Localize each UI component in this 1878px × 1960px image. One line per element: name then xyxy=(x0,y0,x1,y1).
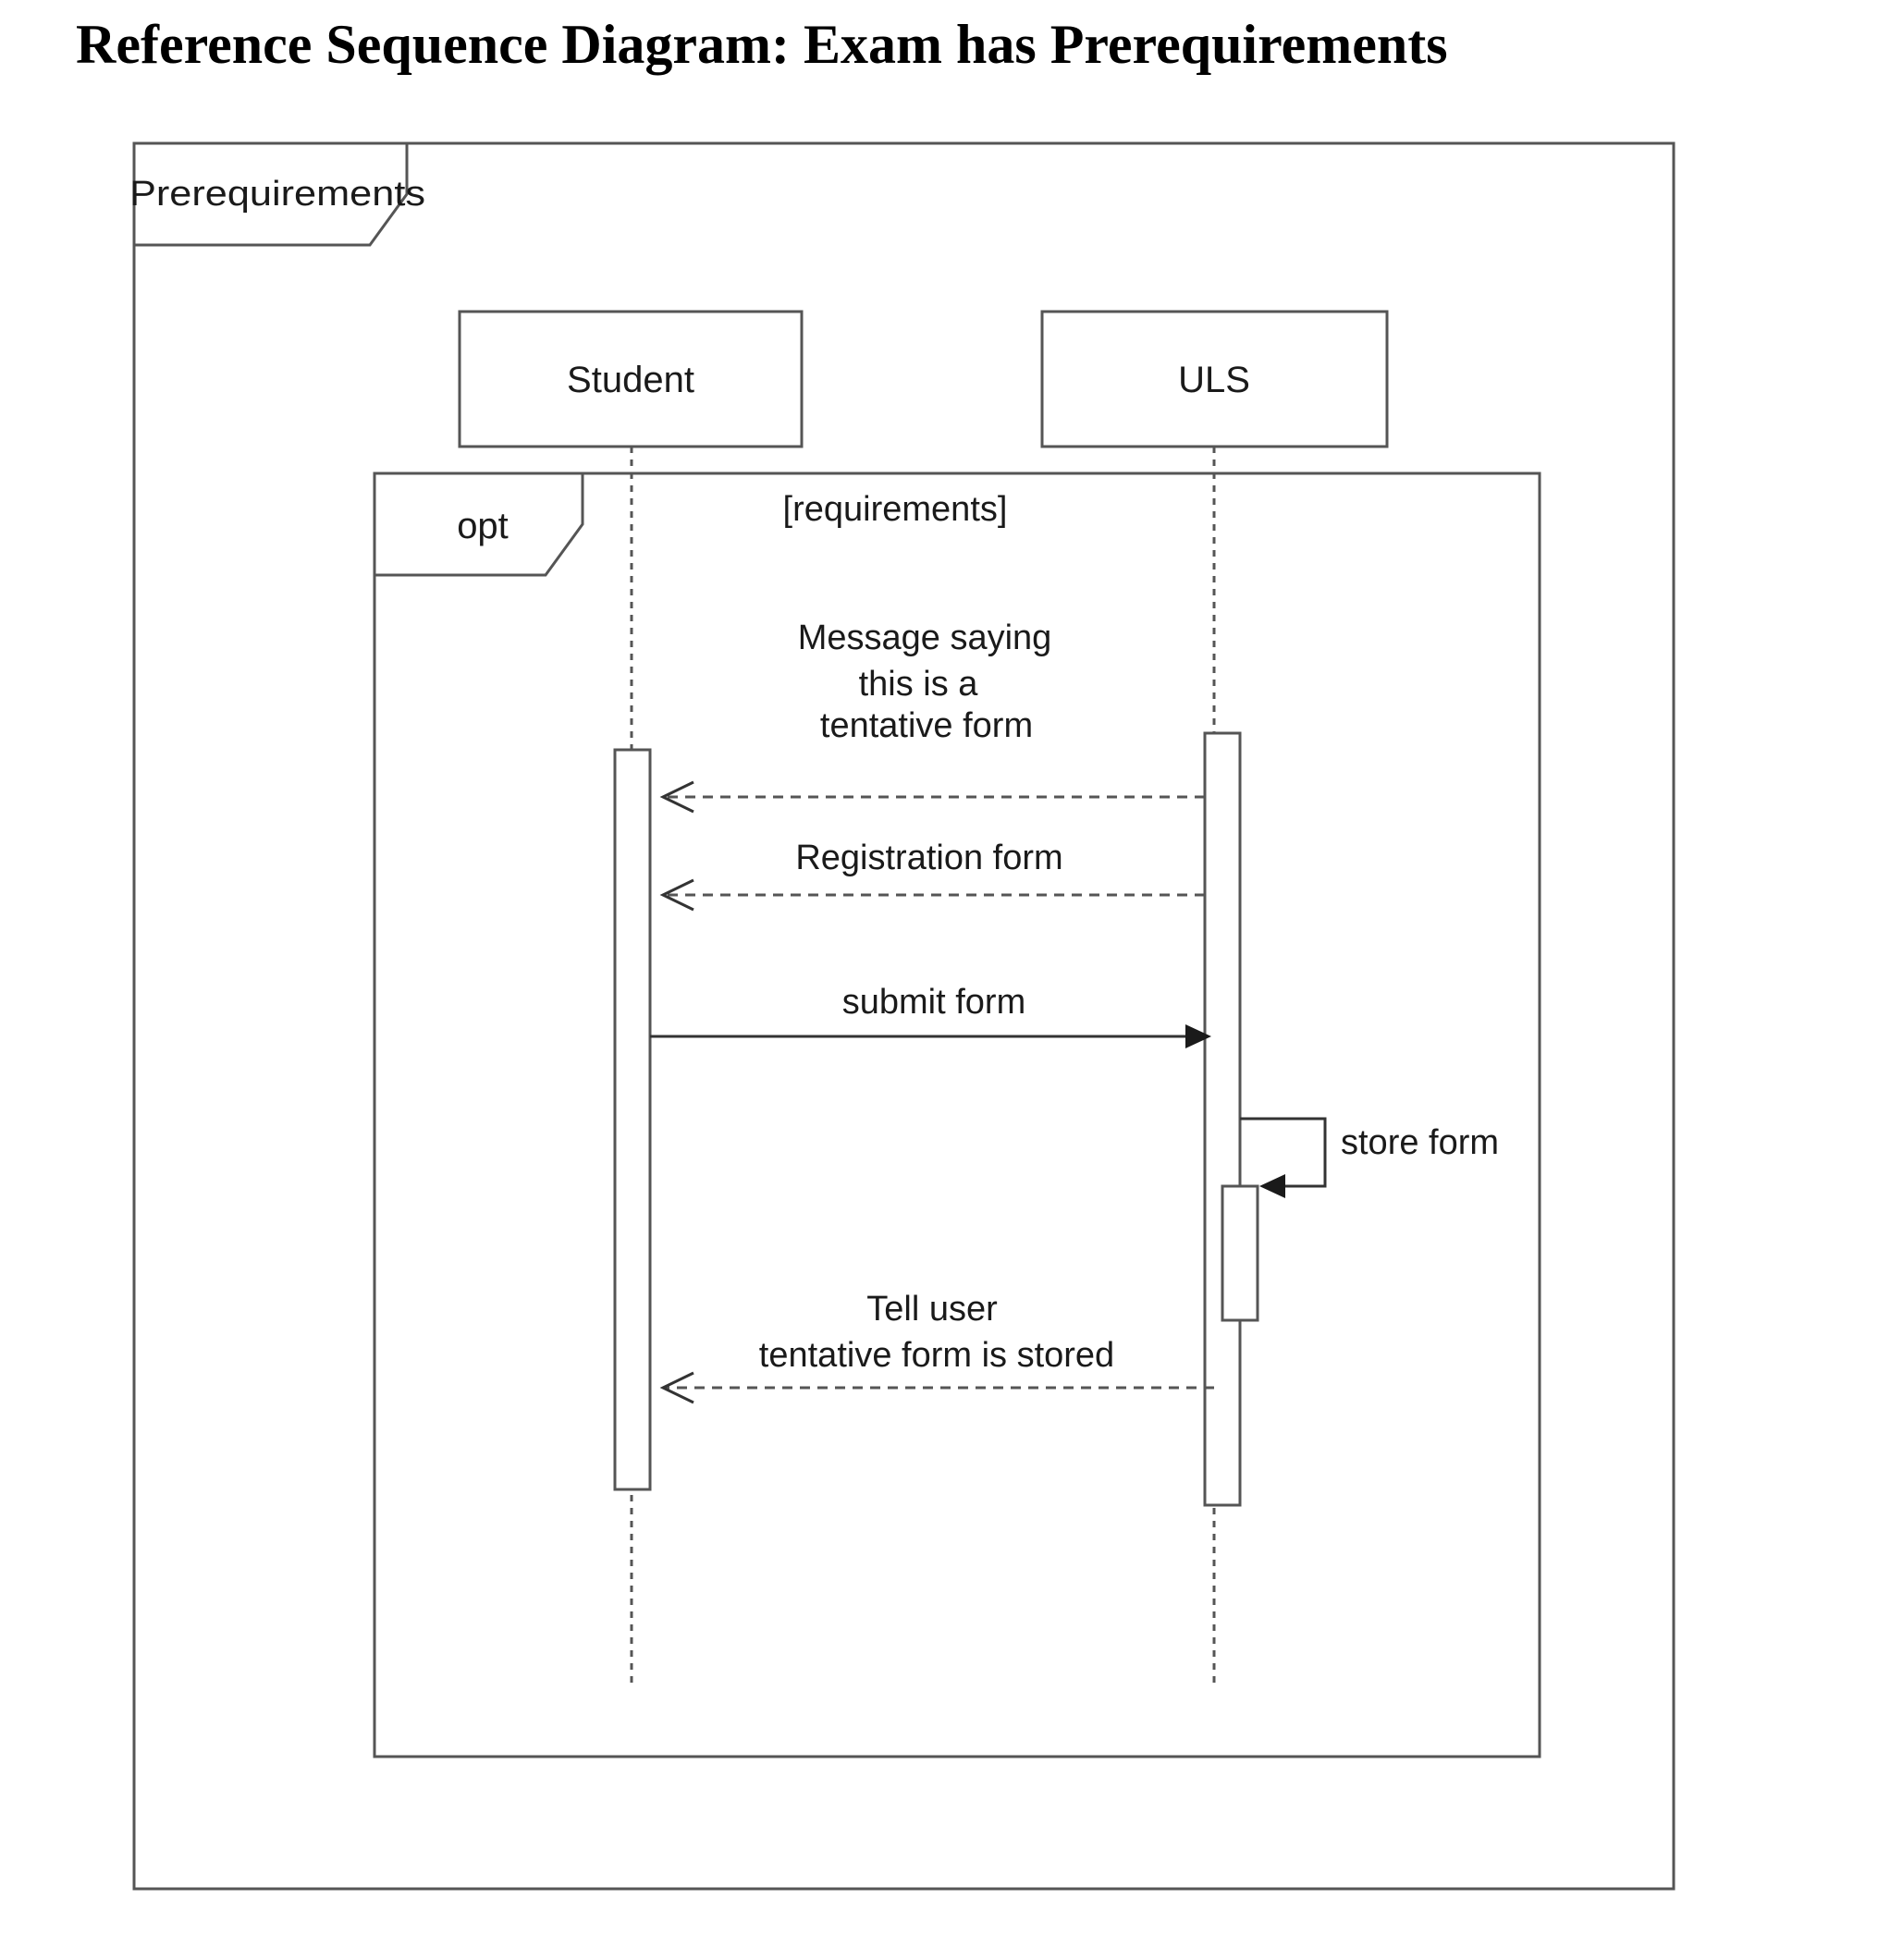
message-tentative-notice-label-3: tentative form xyxy=(820,706,1033,745)
opt-operator-label: opt xyxy=(457,506,509,546)
activation-bar-student xyxy=(613,748,652,1491)
activation-bar-uls xyxy=(1203,731,1242,1507)
opt-guard-label: [requirements] xyxy=(783,490,1008,529)
participant-student: Student xyxy=(458,310,804,448)
message-tentative-notice: Message saying this is a tentative form xyxy=(659,619,1205,814)
message-registration-form-arrowhead xyxy=(659,878,694,912)
message-store-form-label: store form xyxy=(1341,1123,1499,1162)
message-store-form: store form xyxy=(1240,1117,1499,1198)
message-tentative-notice-label-1: Message saying xyxy=(798,619,1052,657)
message-submit-form-arrowhead xyxy=(1185,1024,1211,1048)
activation-bar-uls-nested xyxy=(1221,1184,1259,1322)
message-tentative-notice-label-2: this is a xyxy=(859,665,979,704)
participant-uls: ULS xyxy=(1040,310,1389,448)
message-submit-form: submit form xyxy=(650,983,1211,1048)
frame-label: Prerequirements xyxy=(129,175,425,214)
participant-student-label: Student xyxy=(567,360,694,400)
message-form-stored-label-1: Tell user xyxy=(866,1290,998,1329)
message-store-form-arrow xyxy=(1240,1117,1327,1188)
prerequirements-frame: Prerequirements xyxy=(129,141,1675,1891)
message-form-stored-arrowhead xyxy=(659,1371,694,1404)
message-registration-form: Registration form xyxy=(659,839,1205,912)
message-form-stored: Tell user tentative form is stored xyxy=(659,1290,1214,1404)
message-registration-form-label: Registration form xyxy=(795,839,1062,877)
participant-uls-label: ULS xyxy=(1178,360,1250,400)
message-form-stored-label-2: tentative form is stored xyxy=(759,1336,1114,1375)
message-tentative-notice-arrowhead xyxy=(659,780,694,814)
message-submit-form-label: submit form xyxy=(842,983,1025,1022)
page-title: Reference Sequence Diagram: Exam has Pre… xyxy=(76,14,1448,75)
message-store-form-arrowhead xyxy=(1259,1174,1285,1198)
opt-fragment: opt [requirements] xyxy=(373,472,1541,1758)
